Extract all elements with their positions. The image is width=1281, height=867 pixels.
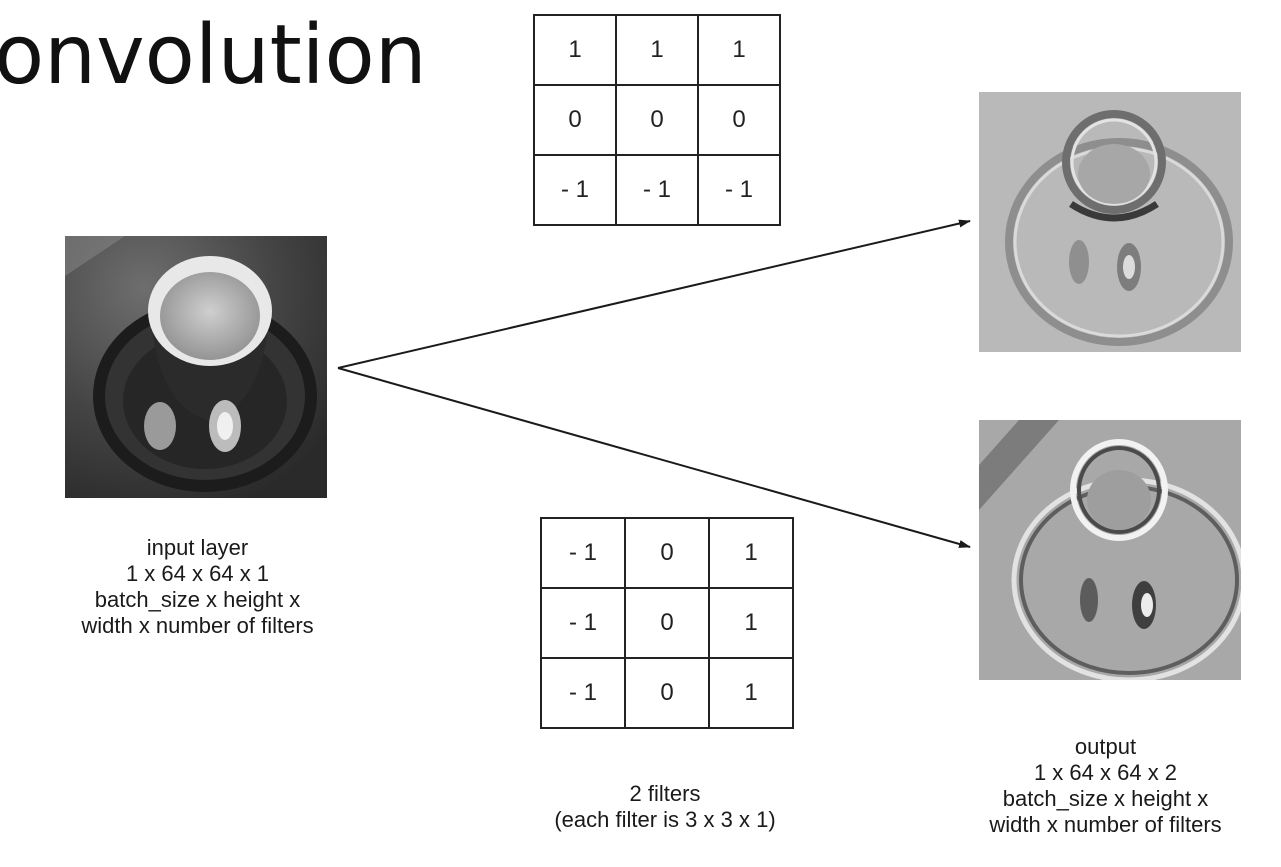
filter-cell: 1 — [708, 657, 794, 729]
output-edge-map-1 — [979, 92, 1241, 352]
input-caption-line: width x number of filters — [81, 613, 314, 638]
filter-cell: 1 — [708, 517, 794, 589]
filters-caption-line: 2 filters — [629, 781, 701, 806]
filter-cell: - 1 — [533, 154, 617, 226]
filter-cell: 0 — [624, 517, 710, 589]
filter-cell: 1 — [697, 14, 781, 86]
output-edge-map-2 — [979, 420, 1241, 680]
filter-2-row: - 1 0 1 — [540, 517, 794, 589]
filter-cell: 0 — [615, 84, 699, 156]
filters-caption-line: (each filter is 3 x 3 x 1) — [554, 807, 776, 832]
filter-2-row: - 1 0 1 — [540, 657, 794, 729]
output-caption-line: output — [1074, 734, 1137, 759]
input-cup-photo — [65, 236, 327, 498]
arrow-to-output-2 — [337, 367, 971, 548]
filter-cell: 1 — [533, 14, 617, 86]
output-image-2 — [979, 420, 1241, 680]
filter-1-row: 0 0 0 — [533, 84, 781, 156]
filter-1-row: 1 1 1 — [533, 14, 781, 86]
filter-cell: - 1 — [540, 517, 626, 589]
filter-cell: 0 — [624, 657, 710, 729]
input-caption-line: 1 x 64 x 64 x 1 — [125, 561, 270, 586]
output-caption-line: batch_size x height x — [1002, 786, 1209, 811]
input-caption-line: input layer — [146, 535, 249, 560]
filter-1-matrix: 1 1 1 0 0 0 - 1 - 1 - 1 — [533, 14, 781, 226]
slide-title: onvolution — [0, 8, 427, 103]
filter-cell: - 1 — [540, 657, 626, 729]
filter-cell: - 1 — [697, 154, 781, 226]
input-caption: input layer 1 x 64 x 64 x 1 batch_size x… — [20, 535, 375, 639]
filter-1-row: - 1 - 1 - 1 — [533, 154, 781, 226]
output-caption-line: width x number of filters — [989, 812, 1222, 837]
filter-cell: 0 — [533, 84, 617, 156]
filter-2-row: - 1 0 1 — [540, 587, 794, 659]
arrow-to-output-1 — [337, 219, 971, 369]
output-caption-line: 1 x 64 x 64 x 2 — [1033, 760, 1178, 785]
filters-caption: 2 filters (each filter is 3 x 3 x 1) — [505, 781, 825, 833]
filter-cell: - 1 — [615, 154, 699, 226]
filter-cell: 1 — [615, 14, 699, 86]
filter-cell: 1 — [708, 587, 794, 659]
filter-cell: 0 — [697, 84, 781, 156]
filter-2-matrix: - 1 0 1 - 1 0 1 - 1 0 1 — [540, 517, 794, 729]
output-caption: output 1 x 64 x 64 x 2 batch_size x heig… — [930, 734, 1281, 838]
filter-cell: 0 — [624, 587, 710, 659]
input-image — [65, 236, 327, 498]
output-image-1 — [979, 92, 1241, 352]
filter-cell: - 1 — [540, 587, 626, 659]
input-caption-line: batch_size x height x — [94, 587, 301, 612]
